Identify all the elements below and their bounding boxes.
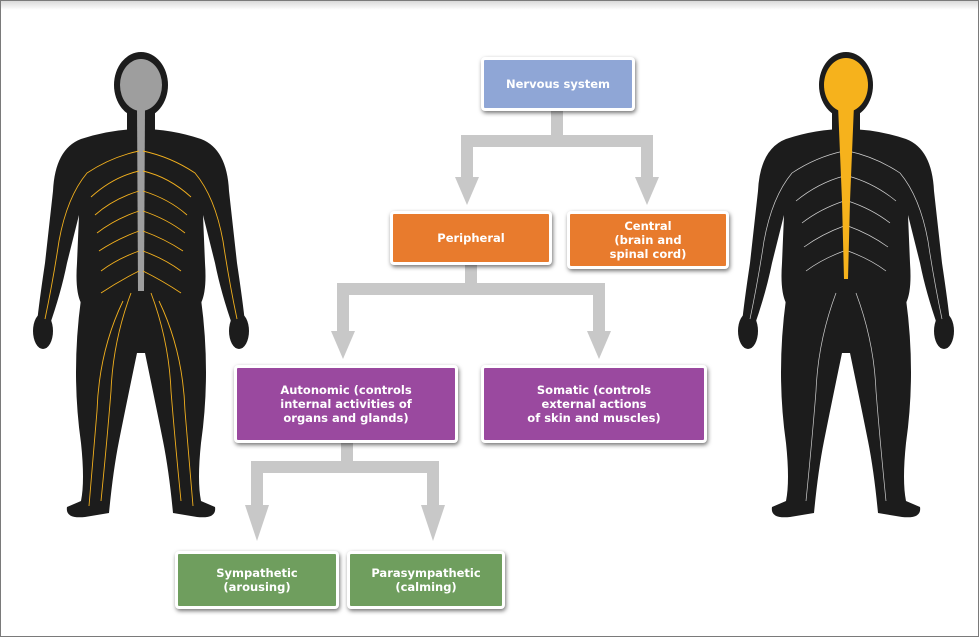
body-peripheral-highlight-illustration [33,52,249,518]
connector-lines [251,109,653,511]
node-central: Central (brain and spinal cord) [567,211,729,269]
brain-spinal-cord-highlight [824,58,868,279]
body-central-highlight-illustration [738,52,954,518]
node-sympathetic: Sympathetic (arousing) [175,551,339,609]
node-parasympathetic: Parasympathetic (calming) [347,551,505,609]
arrowhead-to-parasympathetic [421,505,445,541]
peripheral-nerves [44,150,238,507]
arrowhead-to-somatic [587,331,611,359]
node-peripheral: Peripheral [390,211,552,265]
arrowhead-to-sympathetic [245,505,269,541]
node-somatic: Somatic (controls external actions of sk… [481,365,707,443]
arrowhead-to-central [635,177,659,205]
node-nervous-system: Nervous system [481,57,635,111]
white-nerves [749,150,943,502]
brain-gray [120,59,162,291]
arrowhead-to-autonomic [331,331,355,359]
arrowheads [245,177,659,541]
top-shadow-band [1,1,978,10]
node-autonomic: Autonomic (controls internal activities … [234,365,458,443]
arrowhead-to-peripheral [455,177,479,205]
